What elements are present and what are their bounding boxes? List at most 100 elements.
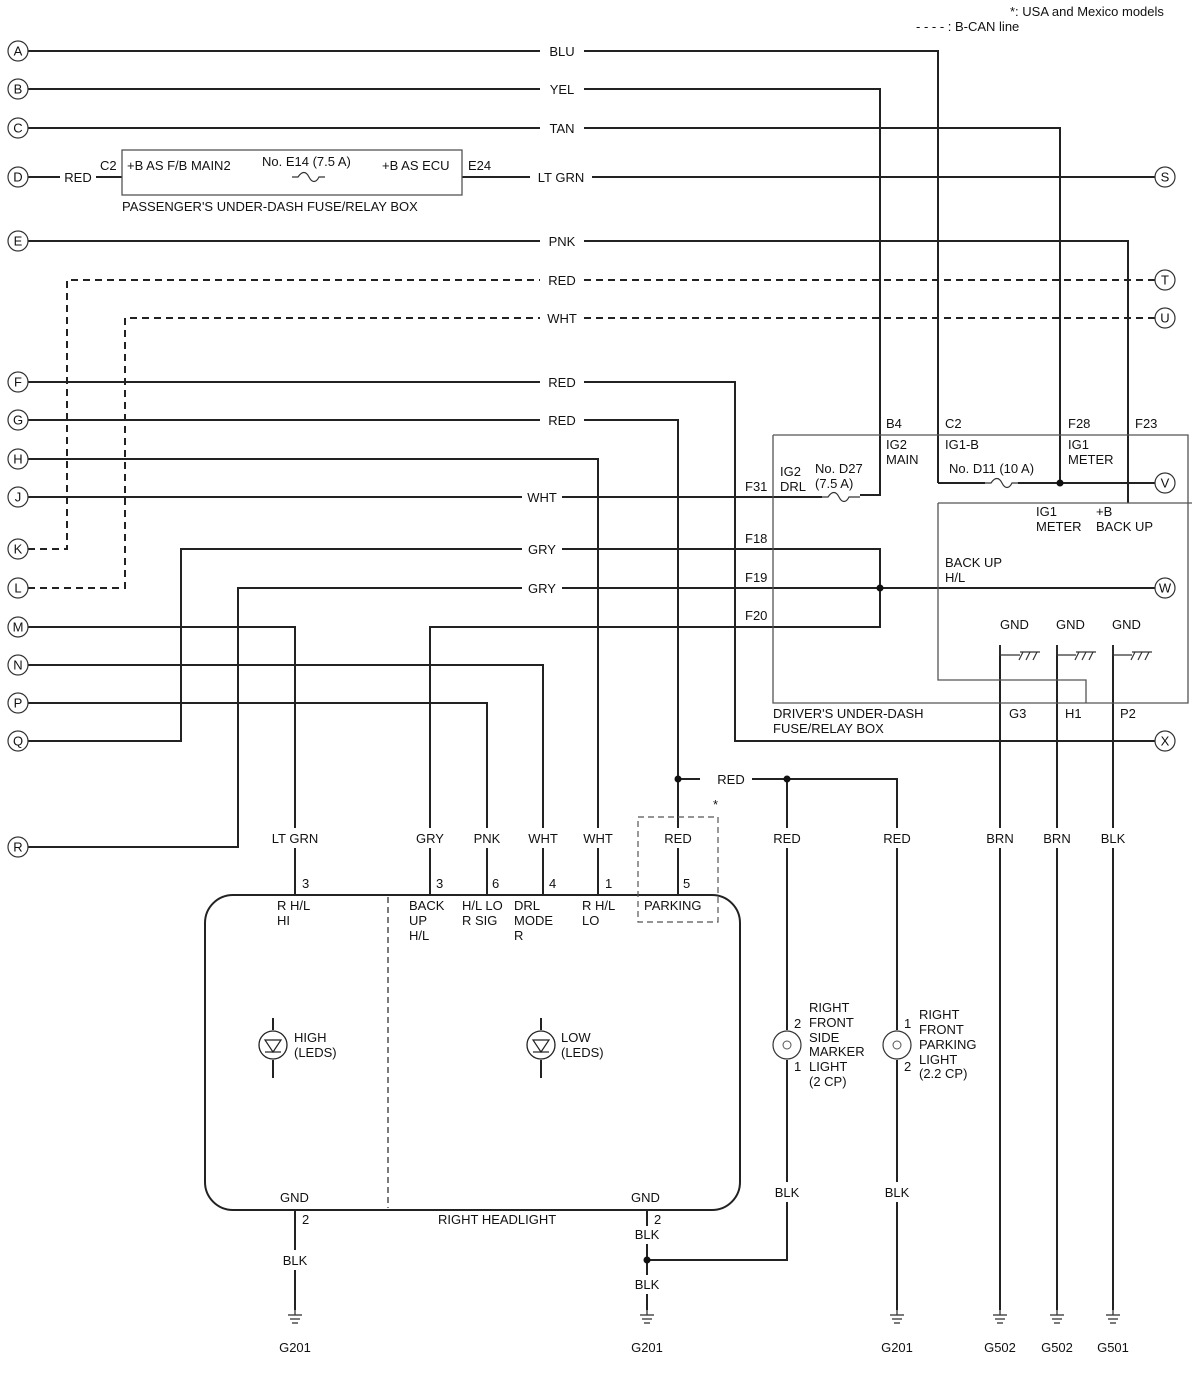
wire-f-red-cont <box>584 381 1155 742</box>
ground-icon <box>1106 1310 1120 1324</box>
connector-left-b: B <box>7 78 29 100</box>
backup-hl-l1: BACK UP <box>945 555 1002 570</box>
hl-label-drl-l1: DRL <box>514 898 540 913</box>
passenger-right-label: +B AS ECU <box>382 158 450 173</box>
wire-m <box>28 626 296 828</box>
connector-right-t: T <box>1154 269 1176 291</box>
connector-label: L <box>14 581 21 596</box>
connector-circle <box>7 117 29 139</box>
wire-label-parking-red: RED <box>717 772 744 787</box>
wire-t-red <box>28 279 540 550</box>
hl-label-rhlhi-l1: R H/L <box>277 898 310 913</box>
fuse-d27-icon <box>822 491 860 503</box>
park-label-l2: FRONT <box>919 1022 964 1037</box>
wire-p <box>28 702 488 828</box>
wire-label-f-red: RED <box>548 375 575 390</box>
hl-wire-gry: GRY <box>416 831 444 846</box>
hl-pin-4: 4 <box>549 876 556 891</box>
ground-icon <box>890 1310 904 1324</box>
marker-label-l3: SIDE <box>809 1030 840 1045</box>
connector-left-m: M <box>7 616 29 638</box>
hl-label-rhllo-l1: R H/L <box>582 898 615 913</box>
ground-wire-labels: BLK BLK BLK BRN BRN BLK <box>283 831 1126 1292</box>
junction-dots <box>643 479 1064 1264</box>
gw-g3: BRN <box>986 831 1013 846</box>
ig1-meter-top-l2: METER <box>1068 452 1114 467</box>
fuse-d27-l1: No. D27 <box>815 461 863 476</box>
pin-f23: F23 <box>1135 416 1157 431</box>
connector-circle <box>1154 307 1176 329</box>
park-wire-red: RED <box>883 831 910 846</box>
right-headlight: LT GRN GRY PNK WHT WHT RED * 3 3 6 4 1 5… <box>204 797 741 1227</box>
connector-circle <box>7 654 29 676</box>
connector-right-x: X <box>1154 730 1176 752</box>
connector-circle <box>7 409 29 431</box>
passenger-fuse-box: C2 E24 +B AS F/B MAIN2 No. E14 (7.5 A) +… <box>100 149 491 214</box>
wire-label-g-red: RED <box>548 413 575 428</box>
connector-circle <box>1154 577 1176 599</box>
connector-left-k: K <box>7 538 29 560</box>
hl-label-backup-l3: H/L <box>409 928 429 943</box>
passenger-left-label: +B AS F/B MAIN2 <box>127 158 231 173</box>
fuse-e14-label: No. E14 (7.5 A) <box>262 154 351 169</box>
parking-bulb-icon <box>882 1030 912 1060</box>
connector-right-s: S <box>1154 166 1176 188</box>
driver-box-caption-l1: DRIVER'S UNDER-DASH <box>773 706 924 721</box>
connector-label: B <box>14 82 23 97</box>
ig2-main-l2: MAIN <box>886 452 919 467</box>
connector-right-w: W <box>1154 577 1176 599</box>
connector-circle <box>7 538 29 560</box>
wire-label-tan: TAN <box>549 121 574 136</box>
ig2-drl-l2: DRL <box>780 479 806 494</box>
hl-label-parking: PARKING <box>644 898 702 913</box>
pin-f28: F28 <box>1068 416 1090 431</box>
ground-label: G502 <box>984 1340 1016 1355</box>
ground-label: G201 <box>881 1340 913 1355</box>
ig2-drl-l1: IG2 <box>780 464 801 479</box>
fuse-d11-label: No. D11 (10 A) <box>949 461 1034 476</box>
ground-icon <box>640 1310 654 1324</box>
wire-label-d-red: RED <box>64 170 91 185</box>
wire-group <box>28 50 1155 1310</box>
wire-u-wht <box>28 317 540 589</box>
ig1-b-label: IG1-B <box>945 437 979 452</box>
wire-red-branch <box>752 778 898 828</box>
ground-label: G201 <box>279 1340 311 1355</box>
connector-circle <box>7 616 29 638</box>
connector-right-u: U <box>1154 307 1176 329</box>
hl-label-hllo-l2: R SIG <box>462 913 497 928</box>
pin-c2: C2 <box>945 416 962 431</box>
wire-label-u-wht: WHT <box>547 311 577 326</box>
connector-circle <box>7 78 29 100</box>
gnd-label-h1: GND <box>1056 617 1085 632</box>
hl-label-drl-l2: MODE <box>514 913 553 928</box>
wire-label-yel: YEL <box>550 82 575 97</box>
junction-dot <box>643 1256 651 1264</box>
wire-e-pnk-cont <box>584 240 1129 503</box>
connector-label: N <box>13 658 22 673</box>
gnd-pin-g3: G3 <box>1009 706 1026 721</box>
hl-wire-wht-a: WHT <box>528 831 558 846</box>
hl-label-backup-l2: UP <box>409 913 427 928</box>
wire-label-ltgrn: LT GRN <box>538 170 584 185</box>
backup-hl-l2: H/L <box>945 570 965 585</box>
wire-r-gry <box>28 587 522 848</box>
connector-circle <box>7 577 29 599</box>
gnd-pin-p2: P2 <box>1120 706 1136 721</box>
driver-box-inner <box>937 503 1087 703</box>
connector-left-j: J <box>7 486 29 508</box>
hl-wire-wht-b: WHT <box>583 831 613 846</box>
connector-left-n: N <box>7 654 29 676</box>
low-leds-l2: (LEDS) <box>561 1045 604 1060</box>
park-label-l3: PARKING <box>919 1037 977 1052</box>
marker-label-l2: FRONT <box>809 1015 854 1030</box>
hl-gnd-left: GND <box>280 1190 309 1205</box>
pin-f18: F18 <box>745 531 767 546</box>
connector-label: A <box>14 44 23 59</box>
junction-dot <box>876 584 884 592</box>
connector-label: G <box>13 413 23 428</box>
connector-label: R <box>13 840 22 855</box>
connector-left-l: L <box>7 577 29 599</box>
